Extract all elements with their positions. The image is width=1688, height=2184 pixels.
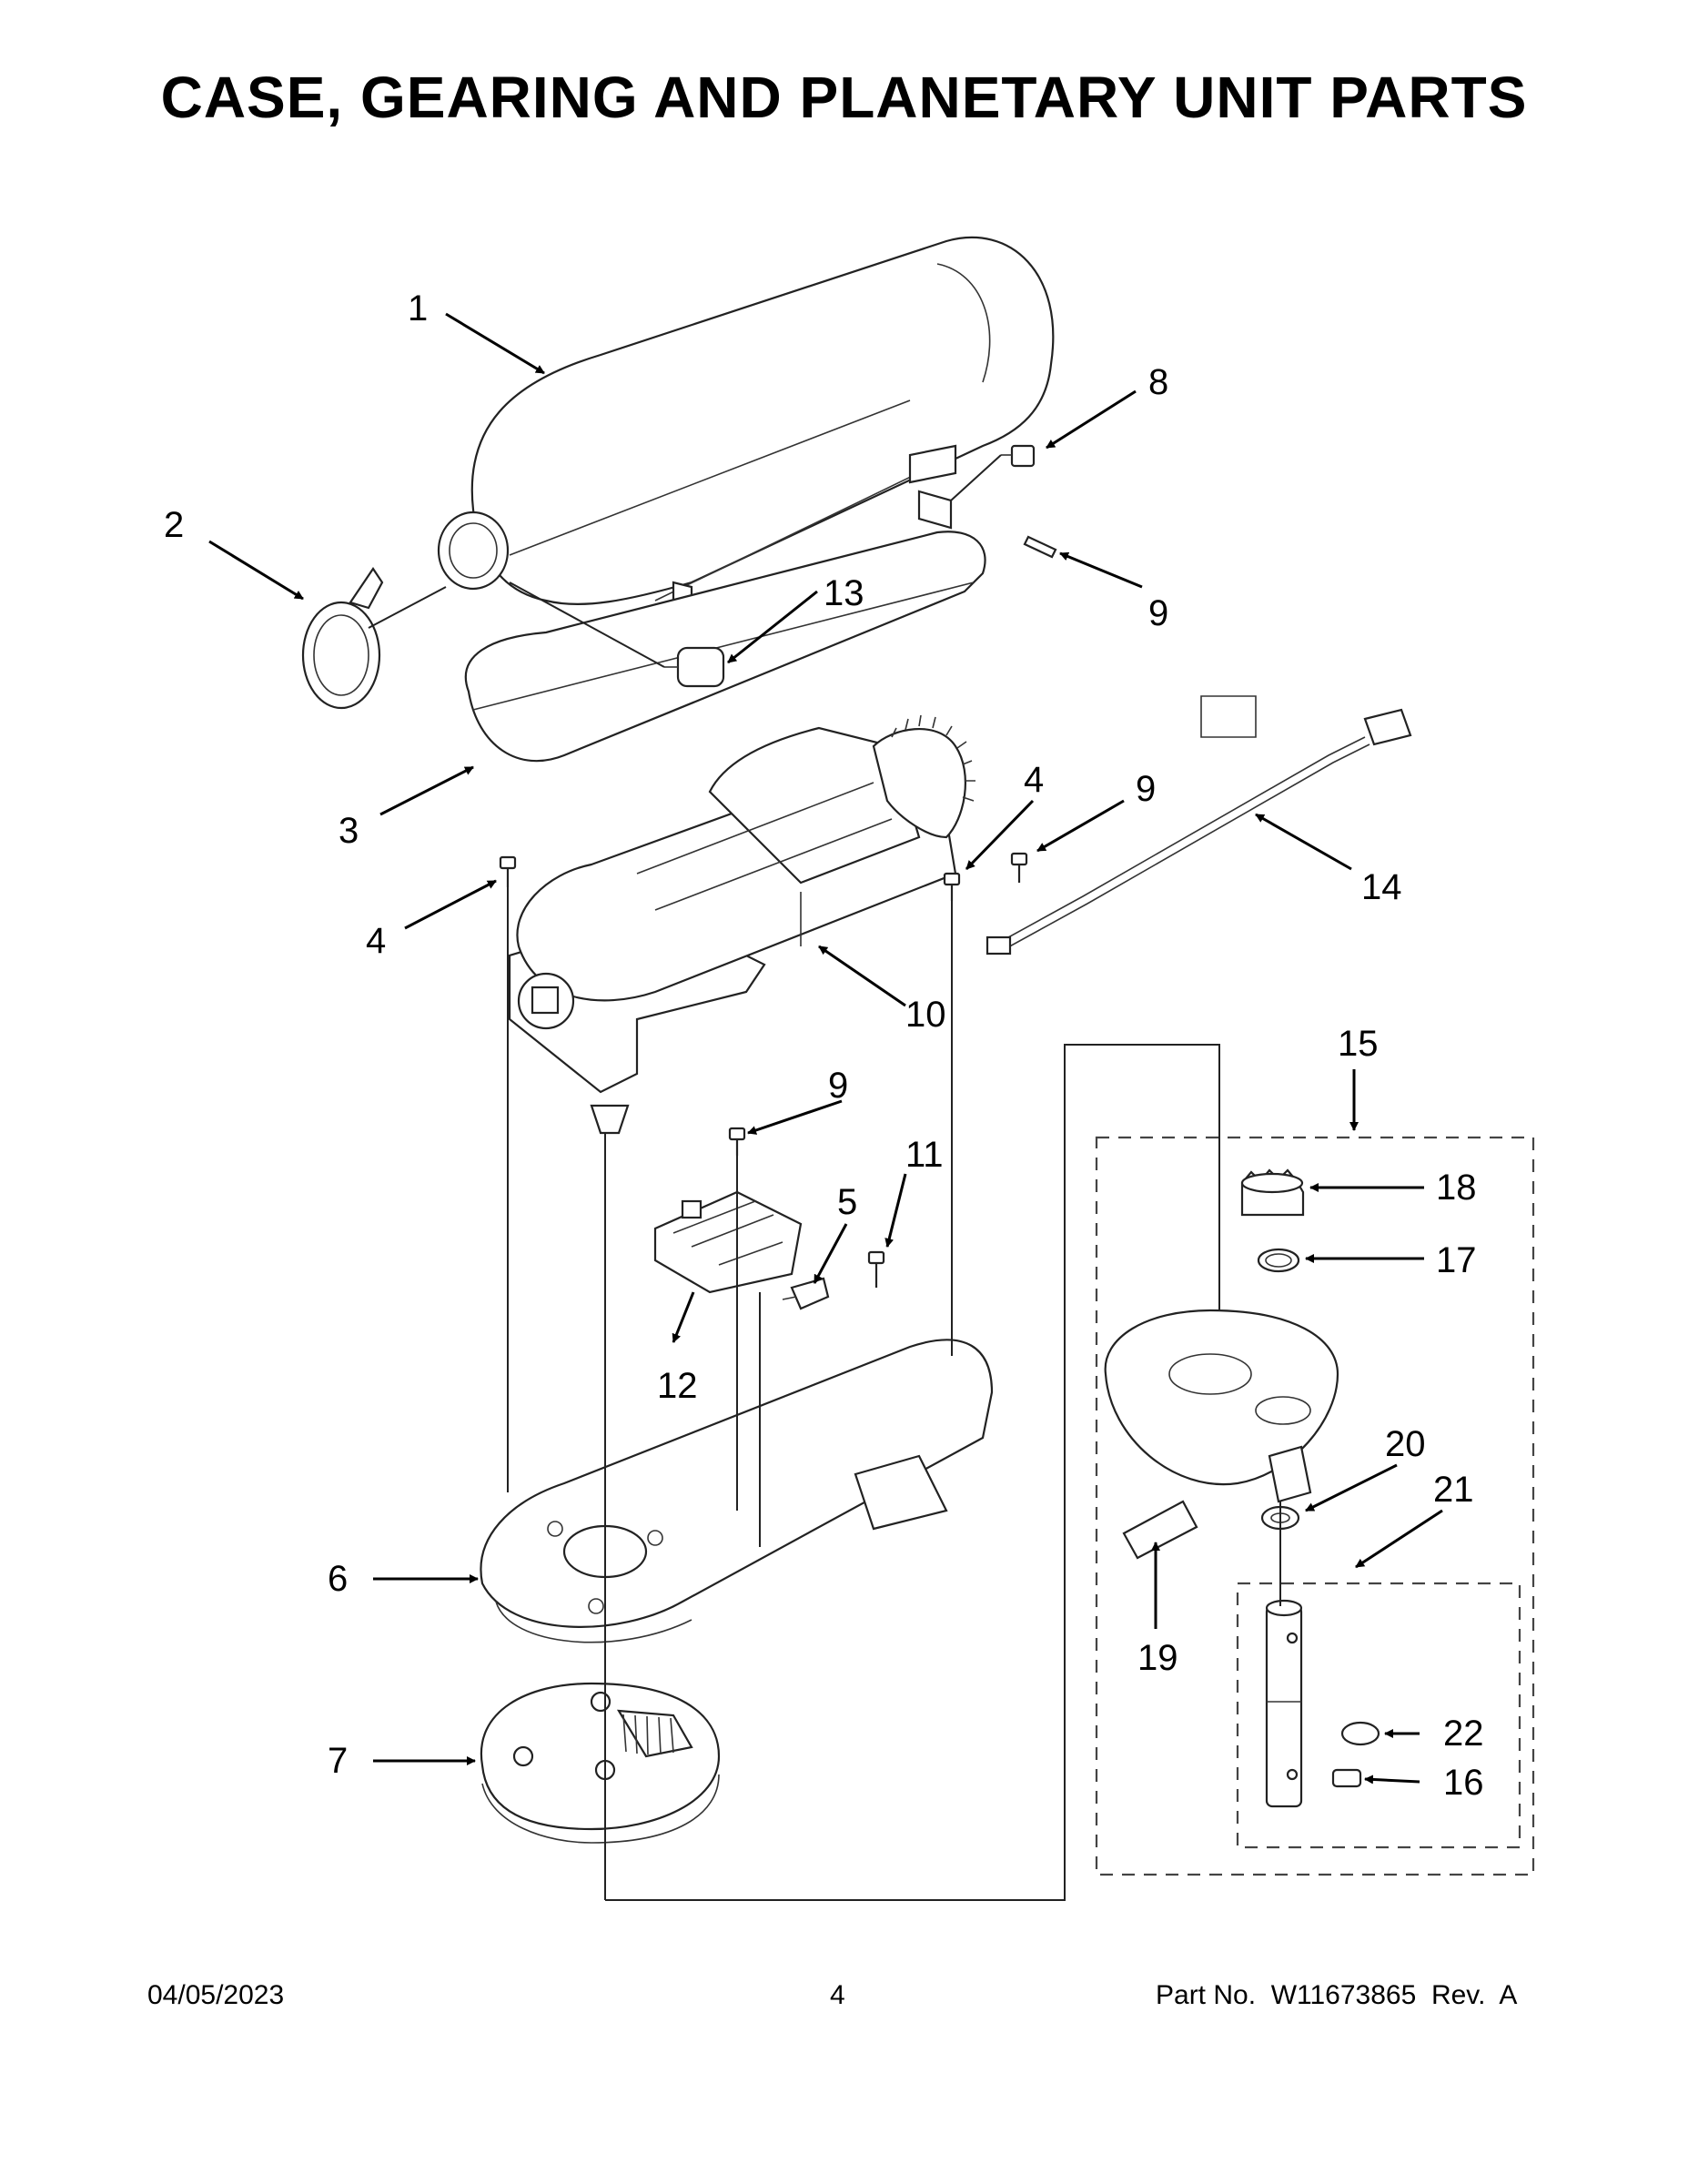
callout-14: 14 — [1361, 867, 1402, 907]
part-3-trim-band — [464, 531, 986, 763]
part-16-roll-pin — [1331, 1768, 1362, 1788]
leader-arrows — [208, 312, 1443, 1785]
callout-22: 22 — [1443, 1714, 1484, 1754]
part-9-screw-top — [1023, 535, 1057, 559]
part-18-gear — [1240, 1168, 1305, 1217]
part-4-screw-right — [943, 872, 961, 901]
callout-15: 15 — [1338, 1024, 1379, 1064]
callout-18: 18 — [1436, 1168, 1477, 1208]
part-22-retaining-ring — [1340, 1721, 1380, 1746]
callout-16: 16 — [1443, 1763, 1484, 1803]
part-19-pin — [1122, 1500, 1198, 1560]
callout-4-right: 4 — [1024, 760, 1044, 800]
callout-10: 10 — [905, 995, 946, 1035]
part-9-bracket — [917, 490, 953, 530]
callout-1: 1 — [408, 288, 428, 329]
callout-5: 5 — [837, 1182, 857, 1222]
assembly-lines — [368, 454, 1281, 1901]
part-12-control-board — [653, 1190, 803, 1294]
part-2-hub-cover — [301, 567, 384, 710]
callout-19: 19 — [1137, 1638, 1178, 1678]
footer-date: 04/05/2023 — [147, 1980, 285, 2010]
page-title: CASE, GEARING AND PLANETARY UNIT PARTS — [160, 65, 1528, 130]
callout-21: 21 — [1433, 1470, 1474, 1510]
callout-9-board: 9 — [828, 1066, 848, 1106]
callout-9-mid: 9 — [1136, 769, 1156, 809]
callout-13: 13 — [824, 573, 864, 613]
callout-7: 7 — [328, 1741, 348, 1781]
callout-2: 2 — [164, 505, 184, 545]
part-13-knob — [664, 646, 725, 688]
callout-3: 3 — [339, 811, 359, 851]
part-17-bushing — [1257, 1248, 1300, 1273]
part-1-upper-case — [470, 236, 1055, 621]
callout-6: 6 — [328, 1559, 348, 1599]
part-14-power-cord — [986, 695, 1412, 956]
callout-labels: 1 2 3 4 4 5 6 7 8 9 9 9 10 11 12 13 14 1… — [164, 288, 1484, 1803]
part-9-screw-mid — [1010, 852, 1028, 883]
part-21-shaft — [1265, 1599, 1303, 1808]
part-4-screw-left — [499, 855, 517, 887]
part-9-screw-board — [728, 1127, 746, 1156]
callout-4-left: 4 — [366, 921, 386, 961]
callout-9-top: 9 — [1148, 593, 1168, 633]
callout-8: 8 — [1148, 362, 1168, 402]
callout-12: 12 — [657, 1366, 698, 1406]
callout-17: 17 — [1436, 1240, 1477, 1280]
part-11-screw — [867, 1250, 885, 1288]
attachment-hub-ring — [437, 511, 510, 591]
part-15-planetary-box — [1095, 1136, 1535, 1876]
part-10-motor-housing — [508, 714, 975, 1135]
callout-11: 11 — [905, 1135, 944, 1175]
part-8-screw — [1001, 444, 1036, 468]
callout-20: 20 — [1385, 1424, 1426, 1464]
part-7-gear-plate — [480, 1682, 721, 1844]
footer-page-number: 4 — [830, 1980, 845, 2010]
planetary-housing — [1104, 1309, 1339, 1503]
footer-part-number: Part No. W11673865 Rev. A — [1156, 1980, 1518, 2010]
part-5-clip — [782, 1277, 830, 1310]
